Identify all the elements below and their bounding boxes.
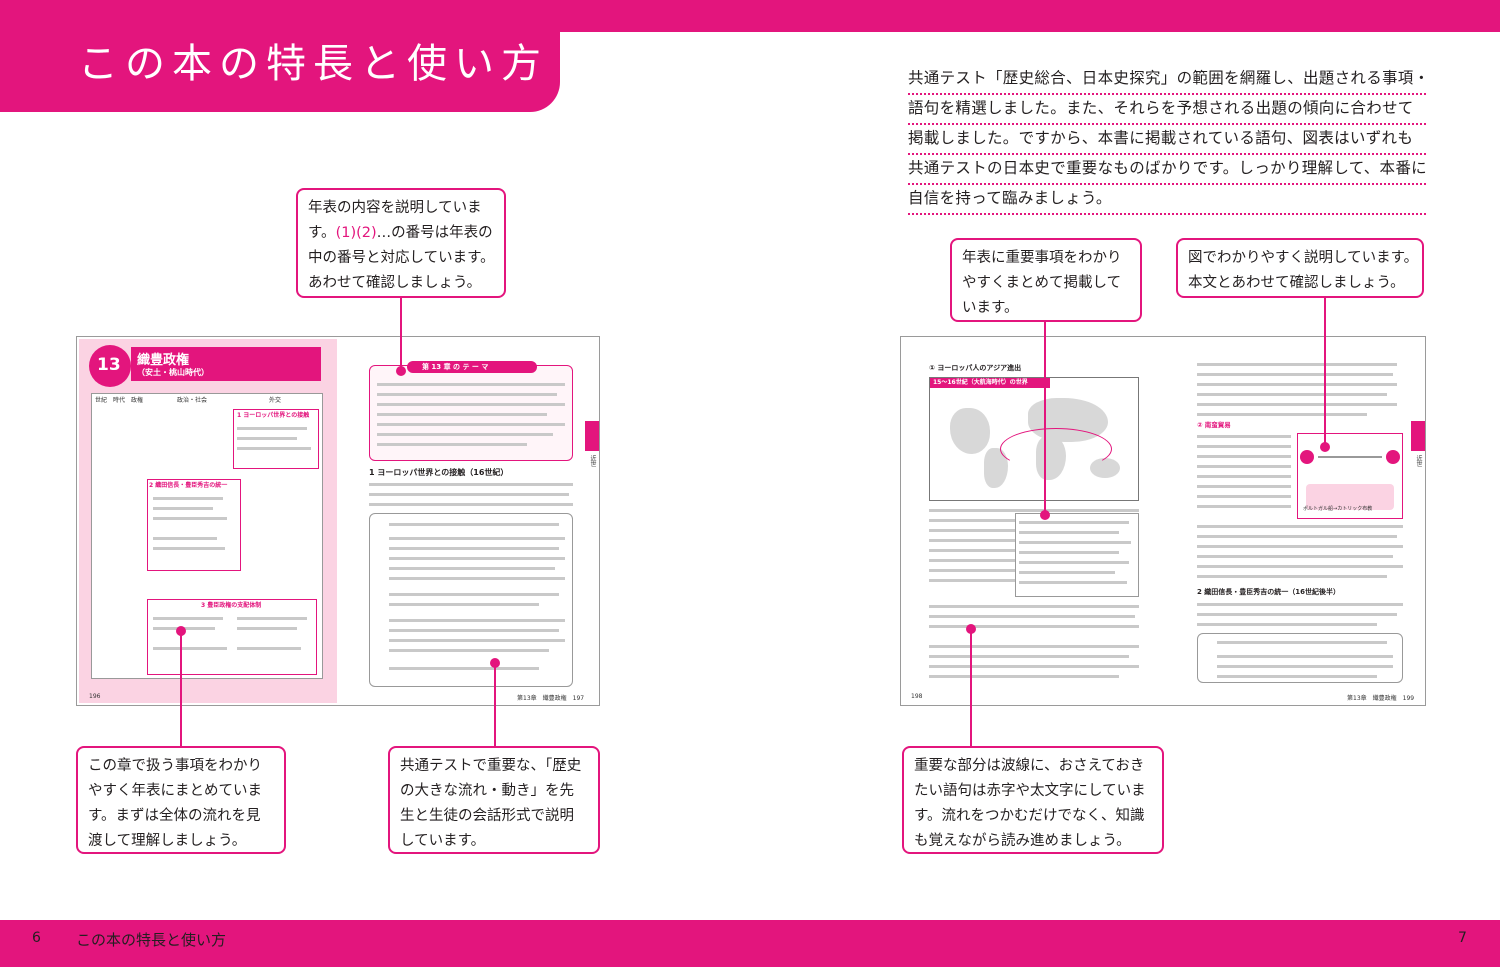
footer-title: この本の特長と使い方 xyxy=(76,931,227,949)
title-tab xyxy=(0,0,560,112)
connector-dot xyxy=(176,626,186,636)
connector-line xyxy=(1324,298,1326,446)
callout-text: 本文とあわせて確認しましょう。 xyxy=(1188,275,1405,291)
table-header: 政治・社会 xyxy=(177,397,208,404)
table-header: 政権 xyxy=(131,397,144,404)
timeline-box-title: 1 ヨーロッパ世界との接触 xyxy=(237,412,310,419)
timeline-box xyxy=(147,599,317,675)
connector-dot xyxy=(966,624,976,634)
callout-chronology: 年表に重要事項をわかり やすくまとめて掲載して います。 xyxy=(950,238,1142,322)
highlight-numbers: (1)(2) xyxy=(335,225,377,241)
chapter-subtitle: （安土・桃山時代） xyxy=(137,368,209,377)
connector-dot xyxy=(490,658,500,668)
chapter-title-bar xyxy=(131,347,321,381)
footer-page-number-right: 7 xyxy=(1458,930,1467,946)
chronology-box xyxy=(1015,513,1139,597)
footer-bar xyxy=(0,920,1500,967)
callout-text: います。 xyxy=(962,300,1019,316)
callout-text: 図でわかりやすく説明しています。 xyxy=(1188,250,1419,266)
section-heading: ① ヨーロッパ人のアジア進出 xyxy=(929,364,1022,372)
table-header: 外交 xyxy=(269,397,282,404)
section-heading: 1 ヨーロッパ世界との接触（16世紀） xyxy=(369,468,509,477)
trade-label: ポルトガル船→カトリック布教 xyxy=(1303,506,1373,512)
intro-line: 共通テスト「歴史総合、日本史探究」の範囲を網羅し、出題される事項・ xyxy=(908,64,1426,95)
section-heading: 2 織田信長・豊臣秀吉の統一（16世紀後半） xyxy=(1197,588,1341,596)
page-number: 198 xyxy=(911,693,923,700)
callout-text: やすくまとめて掲載して xyxy=(962,275,1122,291)
callout-text: す。(1)(2)…の番号は年表の xyxy=(308,225,493,241)
side-tab-label: 近世 xyxy=(589,455,596,467)
intro-line: 自信を持って臨みましょう。 xyxy=(908,184,1426,215)
callout-text: 年表の内容を説明していま xyxy=(308,200,482,216)
callout-text: も覚えながら読み進めましょう。 xyxy=(914,833,1131,849)
side-tab xyxy=(1411,421,1425,451)
callout-text: しています。 xyxy=(400,833,486,849)
table-header: 時代 xyxy=(113,397,126,404)
connector-dot xyxy=(396,366,406,376)
callout-text: 重要な部分は波線に、おさえておき xyxy=(914,758,1145,774)
callout-text: 中の番号と対応しています。 xyxy=(308,250,495,266)
footer-page-number-left: 6 xyxy=(32,930,41,946)
chapter-badge xyxy=(89,345,131,387)
chapter-number: 13 xyxy=(97,355,121,375)
book-spread-right: ① ヨーロッパ人のアジア進出 15〜16世紀（大航海時代）の世界 198 ② 南… xyxy=(900,336,1426,706)
connector-line xyxy=(494,662,496,746)
page-number: 第13章 織豊政権 197 xyxy=(517,695,585,702)
connector-line xyxy=(970,628,972,746)
connector-line xyxy=(1044,322,1046,514)
chapter-title: 織豊政権 xyxy=(137,353,190,368)
intro-line: 語句を精選しました。また、それらを予想される出題の傾向に合わせて xyxy=(908,94,1426,125)
callout-underline: 重要な部分は波線に、おさえておき たい語句は赤字や太文字にしていま す。流れをつ… xyxy=(902,746,1164,854)
timeline-box-title: 3 豊臣政権の支配体制 xyxy=(201,602,262,609)
connector-line xyxy=(400,298,402,370)
page-title: この本の特長と使い方 xyxy=(78,41,548,87)
intro-line: 掲載しました。ですから、本書に掲載されている語句、図表はいずれも xyxy=(908,124,1426,155)
page-number: 196 xyxy=(89,693,101,700)
side-tab-label: 近世 xyxy=(1415,455,1422,467)
callout-text: あわせて確認しましょう。 xyxy=(308,275,482,291)
connector-line xyxy=(180,630,182,746)
callout-text: やすく年表にまとめていま xyxy=(88,783,262,799)
section-heading: ② 南蛮貿易 xyxy=(1197,421,1231,429)
timeline-box xyxy=(147,479,241,571)
page-number: 第13章 織豊政権 199 xyxy=(1347,695,1415,702)
trade-diagram xyxy=(1297,433,1403,519)
callout-text: す。流れをつかむだけでなく、知識 xyxy=(914,808,1145,824)
connector-dot xyxy=(1040,510,1050,520)
callout-timeline: この章で扱う事項をわかり やすく年表にまとめていま す。まずは全体の流れを見 渡… xyxy=(76,746,286,854)
theme-title-bar xyxy=(407,361,537,373)
connector-dot xyxy=(1320,442,1330,452)
callout-text: の大きな流れ・動き」を先 xyxy=(400,783,574,799)
intro-line: 共通テストの日本史で重要なものばかりです。しっかり理解して、本番に xyxy=(908,154,1426,185)
callout-dialogue: 共通テストで重要な、「歴史 の大きな流れ・動き」を先 生と生徒の会話形式で説明 … xyxy=(388,746,600,854)
callout-text: 共通テストで重要な、「歴史 xyxy=(400,758,582,774)
side-tab xyxy=(585,421,599,451)
callout-text: 生と生徒の会話形式で説明 xyxy=(400,808,574,824)
callout-text: たい語句は赤字や太文字にしていま xyxy=(914,783,1146,799)
timeline-box-title: 2 織田信長・豊臣秀吉の統一 xyxy=(149,482,228,489)
callout-text: 年表に重要事項をわかり xyxy=(962,250,1122,266)
map-label: 15〜16世紀（大航海時代）の世界 xyxy=(933,379,1028,386)
world-map xyxy=(929,377,1139,501)
callout-text: この章で扱う事項をわかり xyxy=(88,758,262,774)
theme-title: 第 13 章 の テ ー マ xyxy=(422,363,489,371)
table-header: 世紀 xyxy=(95,397,108,404)
callout-text: す。まずは全体の流れを見 xyxy=(88,808,261,824)
book-spread-left: 13 織豊政権 （安土・桃山時代） 世紀 時代 政権 政治・社会 外交 1 ヨー… xyxy=(76,336,600,706)
callout-text: 渡して理解しましょう。 xyxy=(88,833,247,849)
callout-figure: 図でわかりやすく説明しています。 本文とあわせて確認しましょう。 xyxy=(1176,238,1424,298)
callout-theme: 年表の内容を説明していま す。(1)(2)…の番号は年表の 中の番号と対応してい… xyxy=(296,188,506,298)
dialogue-box xyxy=(369,513,573,687)
